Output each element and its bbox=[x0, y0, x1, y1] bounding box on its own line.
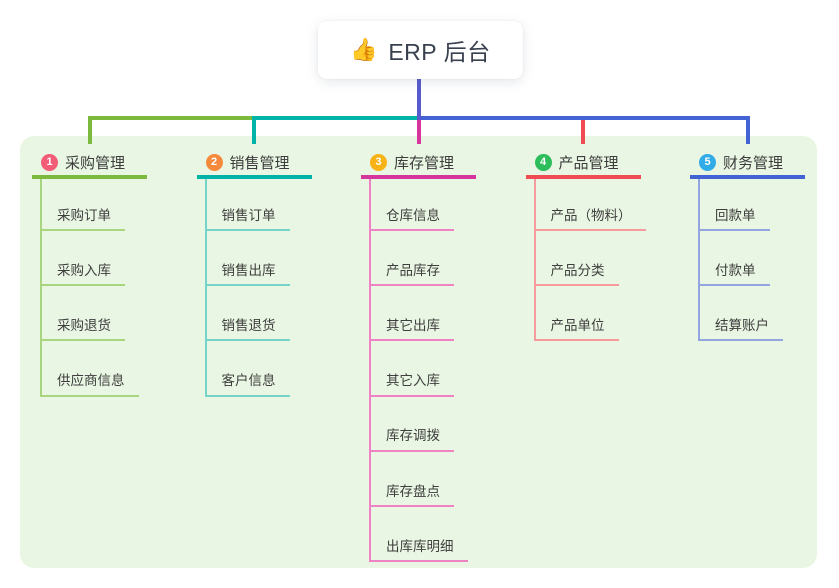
bar-right-blue bbox=[417, 116, 750, 120]
branch-4-label: 产品管理 bbox=[558, 154, 619, 172]
thumbs-up-icon: 👍 bbox=[350, 37, 379, 62]
branch-3-badge: 3 bbox=[370, 153, 387, 171]
child-node[interactable]: 销售订单 bbox=[204, 201, 290, 231]
child-node[interactable]: 采购入库 bbox=[40, 256, 125, 287]
child-node[interactable]: 库存盘点 bbox=[369, 477, 454, 507]
mindmap-panel bbox=[20, 136, 817, 568]
branch-header-3[interactable]: 3 库存管理 bbox=[361, 149, 476, 179]
child-node[interactable]: 出库库明细 bbox=[369, 532, 468, 563]
bar-left-teal bbox=[252, 116, 419, 120]
child-node[interactable]: 库存调拨 bbox=[369, 422, 454, 452]
branch-5-badge: 5 bbox=[699, 153, 716, 171]
branch-4-badge: 4 bbox=[534, 153, 552, 171]
bar-left-green bbox=[87, 116, 254, 120]
child-node[interactable]: 回款单 bbox=[698, 201, 770, 231]
branch-3-trunk-line bbox=[369, 179, 371, 563]
branch-5-drop-line bbox=[745, 116, 750, 144]
branch-4-drop-line bbox=[581, 116, 585, 144]
child-node[interactable]: 其它入库 bbox=[369, 367, 454, 397]
branch-4-trunk-line bbox=[533, 179, 536, 342]
child-node[interactable]: 客户信息 bbox=[204, 367, 290, 397]
child-node[interactable]: 产品（物料） bbox=[533, 201, 646, 231]
child-node[interactable]: 付款单 bbox=[698, 256, 770, 287]
root-title: ERP 后台 bbox=[388, 39, 491, 65]
child-node[interactable]: 仓库信息 bbox=[369, 201, 454, 231]
branch-2-trunk-line bbox=[204, 179, 207, 397]
branch-1-trunk-line bbox=[40, 179, 42, 397]
child-node[interactable]: 产品单位 bbox=[533, 311, 619, 342]
branch-2-badge: 2 bbox=[205, 153, 223, 171]
child-node[interactable]: 采购订单 bbox=[40, 201, 125, 231]
child-node[interactable]: 销售退货 bbox=[204, 311, 290, 342]
branch-2-label: 销售管理 bbox=[229, 154, 290, 172]
branch-3-label: 库存管理 bbox=[394, 154, 455, 172]
branch-2-drop-line bbox=[252, 116, 256, 144]
branch-3-drop-line bbox=[416, 116, 421, 144]
branch-header-4[interactable]: 4 产品管理 bbox=[525, 149, 641, 179]
branch-1-badge: 1 bbox=[41, 153, 58, 171]
child-node[interactable]: 其它出库 bbox=[369, 311, 454, 342]
root-node-erp[interactable]: 👍 ERP 后台 bbox=[318, 21, 523, 79]
branch-header-2[interactable]: 2 销售管理 bbox=[196, 149, 312, 179]
branch-1-drop-line bbox=[87, 116, 92, 144]
child-node[interactable]: 结算账户 bbox=[698, 311, 783, 342]
child-node[interactable]: 销售出库 bbox=[204, 256, 290, 287]
child-node[interactable]: 产品库存 bbox=[369, 256, 454, 287]
branch-header-5[interactable]: 5 财务管理 bbox=[690, 149, 805, 179]
child-node[interactable]: 采购退货 bbox=[40, 311, 125, 342]
branch-5-label: 财务管理 bbox=[723, 154, 784, 172]
child-node[interactable]: 供应商信息 bbox=[40, 367, 139, 397]
branch-1-label: 采购管理 bbox=[65, 154, 126, 172]
branch-header-1[interactable]: 1 采购管理 bbox=[32, 149, 147, 179]
child-node[interactable]: 产品分类 bbox=[533, 256, 619, 287]
branch-5-trunk-line bbox=[698, 179, 700, 342]
root-vertical-line bbox=[417, 79, 421, 120]
